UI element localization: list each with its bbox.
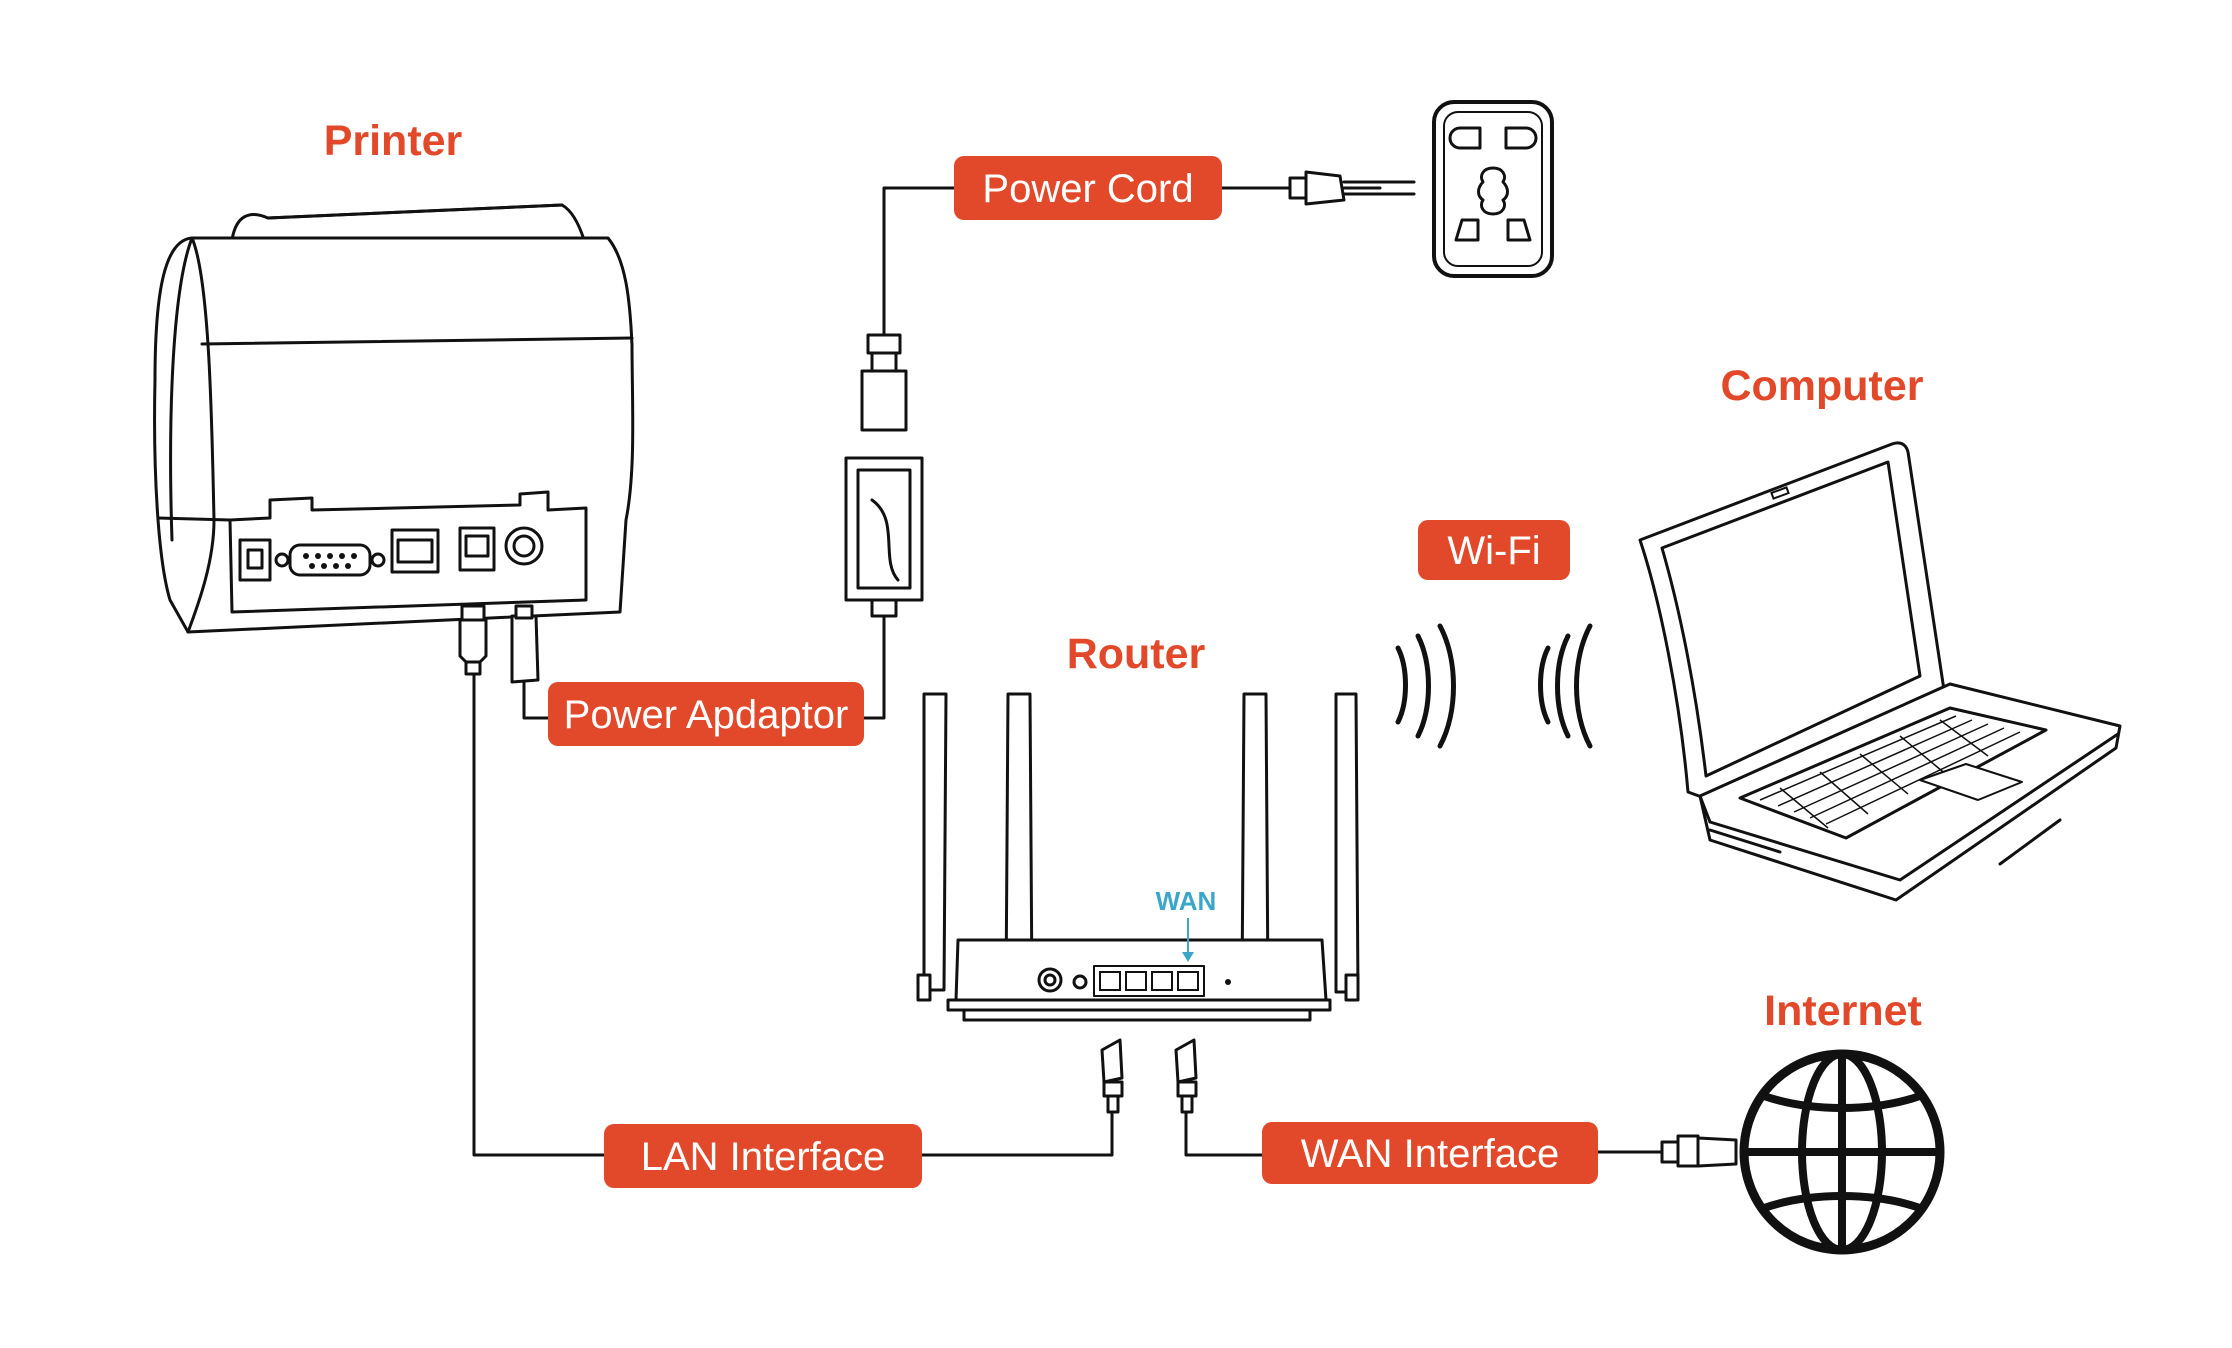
router-icon: WAN — [916, 692, 1360, 1114]
wan-interface-label: WAN Interface — [1262, 1122, 1598, 1184]
power-cord-label: Power Cord — [954, 156, 1222, 220]
globe-icon — [1739, 1049, 1945, 1255]
rj45-connector-icon — [1100, 1038, 1124, 1114]
power-adaptor-label: Power Apdaptor — [548, 682, 864, 746]
outlet-icon — [1432, 100, 1554, 278]
lan-interface-label-text: LAN Interface — [641, 1135, 886, 1179]
laptop-icon — [1638, 441, 2122, 902]
wan-interface-label-text: WAN Interface — [1301, 1132, 1560, 1176]
connection-lines — [472, 186, 1664, 1157]
wifi-label-text: Wi-Fi — [1447, 529, 1540, 573]
computer-title: Computer — [1720, 362, 1923, 410]
rj45-connector-icon — [1660, 1134, 1738, 1168]
router-title: Router — [1067, 630, 1206, 678]
power-adaptor-label-text: Power Apdaptor — [564, 693, 849, 737]
adapter-icon — [844, 333, 924, 618]
internet-title: Internet — [1764, 987, 1922, 1035]
printer-title: Printer — [324, 117, 463, 165]
printer-icon — [153, 203, 635, 684]
plug-icon — [1288, 170, 1416, 206]
lan-interface-label: LAN Interface — [604, 1124, 922, 1188]
wifi-waves-icon — [1395, 623, 1593, 749]
power-cord-label-text: Power Cord — [982, 167, 1193, 211]
rj45-connector-icon — [1174, 1038, 1198, 1114]
wifi-label: Wi-Fi — [1418, 520, 1570, 580]
router-wan-port-label: WAN — [1156, 886, 1217, 916]
